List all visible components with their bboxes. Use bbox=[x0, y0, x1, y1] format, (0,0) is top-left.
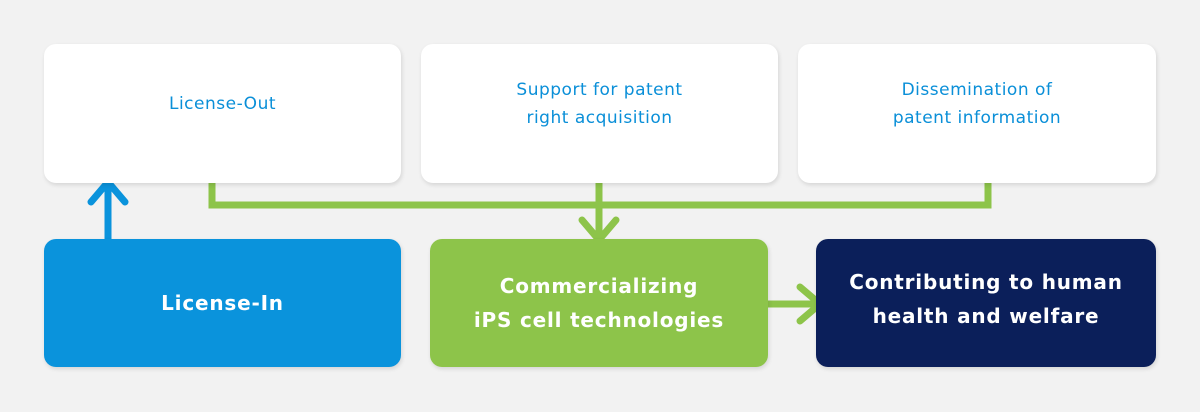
license-in-to-out-arrow bbox=[87, 176, 129, 239]
contributing-label: Contributing to human health and welfare bbox=[849, 270, 1123, 328]
patent-activities-to-commercializing-arrow bbox=[208, 183, 992, 246]
patent-support-box: Support for patent right acquisition bbox=[421, 44, 778, 183]
dissemination-label: Dissemination of patent information bbox=[892, 79, 1062, 128]
license-in-label: License-In bbox=[161, 291, 284, 315]
license-out-label: License-Out bbox=[168, 93, 277, 114]
license-in-box: License-In bbox=[44, 239, 401, 367]
dissemination-box: Dissemination of patent information bbox=[798, 44, 1156, 183]
commercializing-label: Commercializing iPS cell technologies bbox=[473, 274, 725, 332]
commercializing-to-contributing-arrow bbox=[768, 283, 826, 325]
license-out-box: License-Out bbox=[44, 44, 401, 183]
commercializing-box: Commercializing iPS cell technologies bbox=[430, 239, 768, 367]
patent-support-label: Support for patent right acquisition bbox=[516, 79, 683, 128]
contributing-box: Contributing to human health and welfare bbox=[816, 239, 1156, 367]
